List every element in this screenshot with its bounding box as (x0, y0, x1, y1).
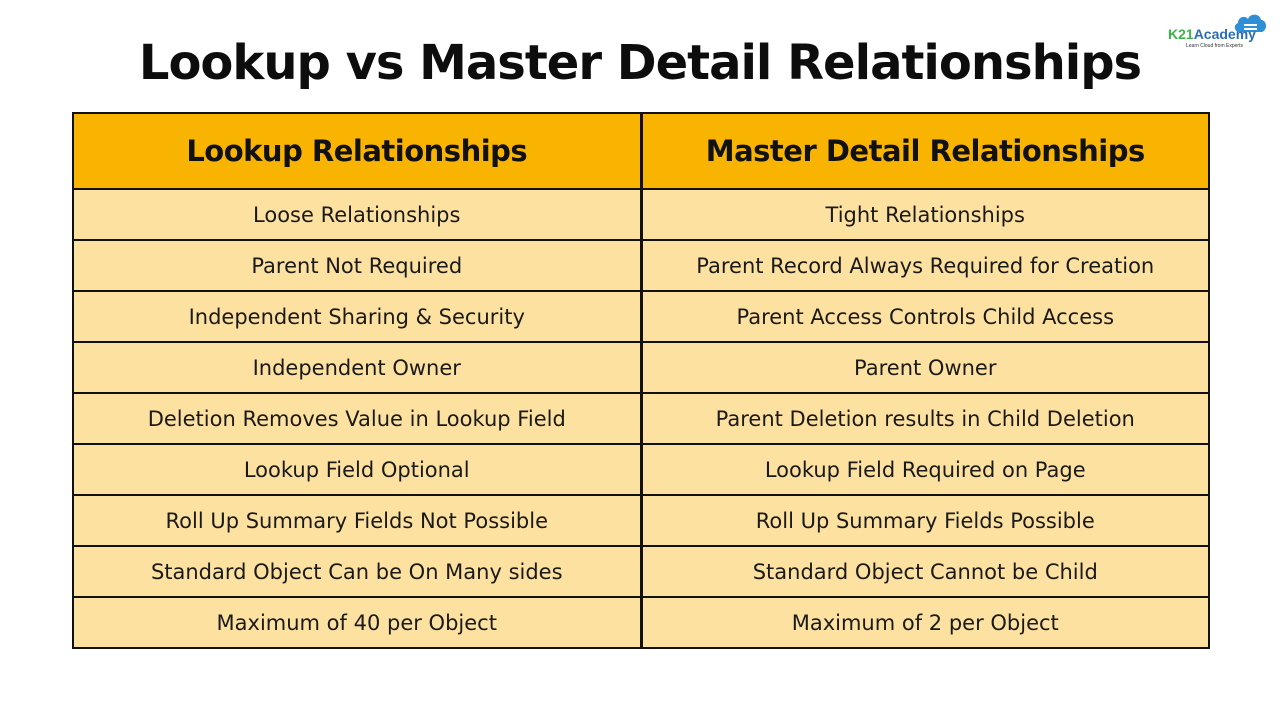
master-detail-cell: Maximum of 2 per Object (640, 596, 1210, 649)
lookup-cell: Deletion Removes Value in Lookup Field (72, 392, 643, 445)
lookup-cell: Roll Up Summary Fields Not Possible (72, 494, 643, 547)
cloud-icon (1234, 14, 1267, 32)
lookup-cell: Independent Owner (72, 341, 643, 394)
page-title: Lookup vs Master Detail Relationships (138, 35, 1142, 91)
logo-brand-academy: Academy (1193, 26, 1256, 42)
header-master-detail: Master Detail Relationships (640, 112, 1210, 190)
lookup-cell: Independent Sharing & Security (72, 290, 643, 343)
master-detail-cell: Parent Access Controls Child Access (640, 290, 1210, 343)
master-detail-cell: Tight Relationships (640, 188, 1210, 241)
lookup-cell: Lookup Field Optional (72, 443, 643, 496)
table-row: Maximum of 40 per Object Maximum of 2 pe… (72, 596, 1210, 649)
table-row: Lookup Field Optional Lookup Field Requi… (72, 443, 1210, 496)
logo-brand-k21: K21 (1168, 26, 1194, 42)
lookup-cell: Parent Not Required (72, 239, 643, 292)
master-detail-cell: Parent Record Always Required for Creati… (640, 239, 1210, 292)
lookup-cell: Standard Object Can be On Many sides (72, 545, 643, 598)
master-detail-cell: Parent Deletion results in Child Deletio… (640, 392, 1210, 445)
master-detail-cell: Roll Up Summary Fields Possible (640, 494, 1210, 547)
logo-wordmark: K21Academy (1168, 26, 1256, 42)
table-row: Loose Relationships Tight Relationships (72, 188, 1210, 241)
table-row: Roll Up Summary Fields Not Possible Roll… (72, 494, 1210, 547)
table-row: Independent Sharing & Security Parent Ac… (72, 290, 1210, 343)
header-lookup: Lookup Relationships (72, 112, 643, 190)
table-row: Standard Object Can be On Many sides Sta… (72, 545, 1210, 598)
comparison-table: Lookup Relationships Master Detail Relat… (72, 112, 1210, 649)
table-header-row: Lookup Relationships Master Detail Relat… (72, 112, 1210, 190)
table-row: Independent Owner Parent Owner (72, 341, 1210, 394)
master-detail-cell: Standard Object Cannot be Child (640, 545, 1210, 598)
lookup-cell: Maximum of 40 per Object (72, 596, 643, 649)
lookup-cell: Loose Relationships (72, 188, 643, 241)
k21academy-logo: K21Academy Learn Cloud from Experts (1166, 10, 1276, 52)
table-row: Parent Not Required Parent Record Always… (72, 239, 1210, 292)
logo-tagline: Learn Cloud from Experts (1186, 43, 1243, 49)
master-detail-cell: Lookup Field Required on Page (640, 443, 1210, 496)
master-detail-cell: Parent Owner (640, 341, 1210, 394)
table-row: Deletion Removes Value in Lookup Field P… (72, 392, 1210, 445)
